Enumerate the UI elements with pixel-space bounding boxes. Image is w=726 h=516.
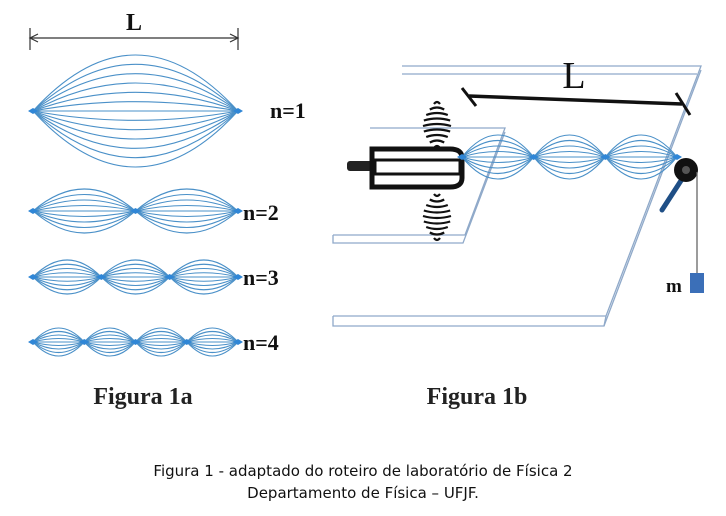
figure-1a: L n=1 n=2 n=3 n=4 Figura 1a (28, 10, 306, 410)
vibration-arc (433, 100, 441, 105)
node-point (130, 208, 141, 214)
node-point (528, 154, 539, 160)
vibration-arc (429, 231, 445, 236)
loop (32, 54, 239, 168)
length-label-1a: L (126, 10, 142, 36)
node-point (28, 208, 38, 214)
loop (32, 259, 102, 295)
vibrating-string (457, 134, 682, 180)
vibration-arc (425, 133, 449, 139)
loop (83, 327, 136, 357)
caption-line-1: Figura 1 - adaptado do roteiro de labora… (153, 462, 573, 480)
vibration-arc (429, 139, 445, 144)
length-label-1b: L (562, 55, 585, 97)
node-point (79, 339, 90, 345)
node-point (233, 208, 243, 214)
vibration-arc (429, 198, 445, 203)
mode-n4 (28, 327, 243, 357)
vibration-arc (422, 122, 452, 128)
loop (461, 134, 535, 180)
length-dimension-1a: L (28, 10, 240, 50)
node-point (233, 339, 243, 345)
vibration-arc (423, 209, 451, 214)
node-point (28, 339, 38, 345)
loop (533, 134, 606, 180)
node-point (672, 154, 682, 160)
mode-label-n3: n=3 (243, 265, 279, 290)
node-point (233, 274, 243, 280)
node-point (28, 108, 38, 114)
vibration-arc (423, 128, 451, 133)
node-point (164, 274, 175, 280)
loop (135, 327, 188, 357)
mode-label-n2: n=2 (243, 200, 279, 225)
mode-n2 (28, 188, 243, 234)
node-point (130, 339, 141, 345)
node-point (600, 154, 611, 160)
node-point (457, 154, 467, 160)
string-loops (457, 134, 682, 180)
vibration-arc (425, 203, 449, 209)
vibration-arc (433, 237, 441, 242)
standing-wave-modes (28, 54, 243, 357)
vibration-arc (423, 220, 451, 225)
oscillator (347, 100, 465, 242)
node-point (28, 274, 38, 280)
figure-1b: L m Figura 1b (332, 55, 704, 410)
mode-label-n1: n=1 (270, 98, 306, 123)
length-dimension-1b: L (460, 55, 692, 116)
node-point (233, 108, 243, 114)
hanging-mass (690, 273, 704, 293)
pulley (659, 158, 698, 213)
figure-1b-title: Figura 1b (427, 384, 528, 410)
node-point (181, 339, 192, 345)
table-plate (332, 65, 702, 327)
vibration-arc (425, 225, 449, 231)
vibration-arc (433, 144, 441, 149)
loop (100, 259, 171, 295)
loop (186, 327, 239, 357)
loop (604, 134, 678, 180)
vibration-arc (422, 214, 452, 220)
node-point (96, 274, 107, 280)
mode-n1 (28, 54, 243, 168)
mass-label: m (666, 276, 682, 297)
figure-1a-title: Figura 1a (93, 384, 192, 410)
vibration-arc (425, 111, 449, 117)
vibrator-base (332, 127, 506, 244)
loop (169, 259, 239, 295)
loop (32, 188, 136, 234)
vibration-arc (423, 117, 451, 122)
vibration-lines (422, 100, 452, 242)
mode-label-n4: n=4 (243, 330, 279, 355)
loop (32, 327, 85, 357)
vibration-arc (433, 193, 441, 198)
caption-line-2: Departamento de Física – UFJF. (247, 484, 479, 502)
vibration-arc (429, 106, 445, 111)
loop (135, 188, 239, 234)
mode-n3 (28, 259, 243, 295)
